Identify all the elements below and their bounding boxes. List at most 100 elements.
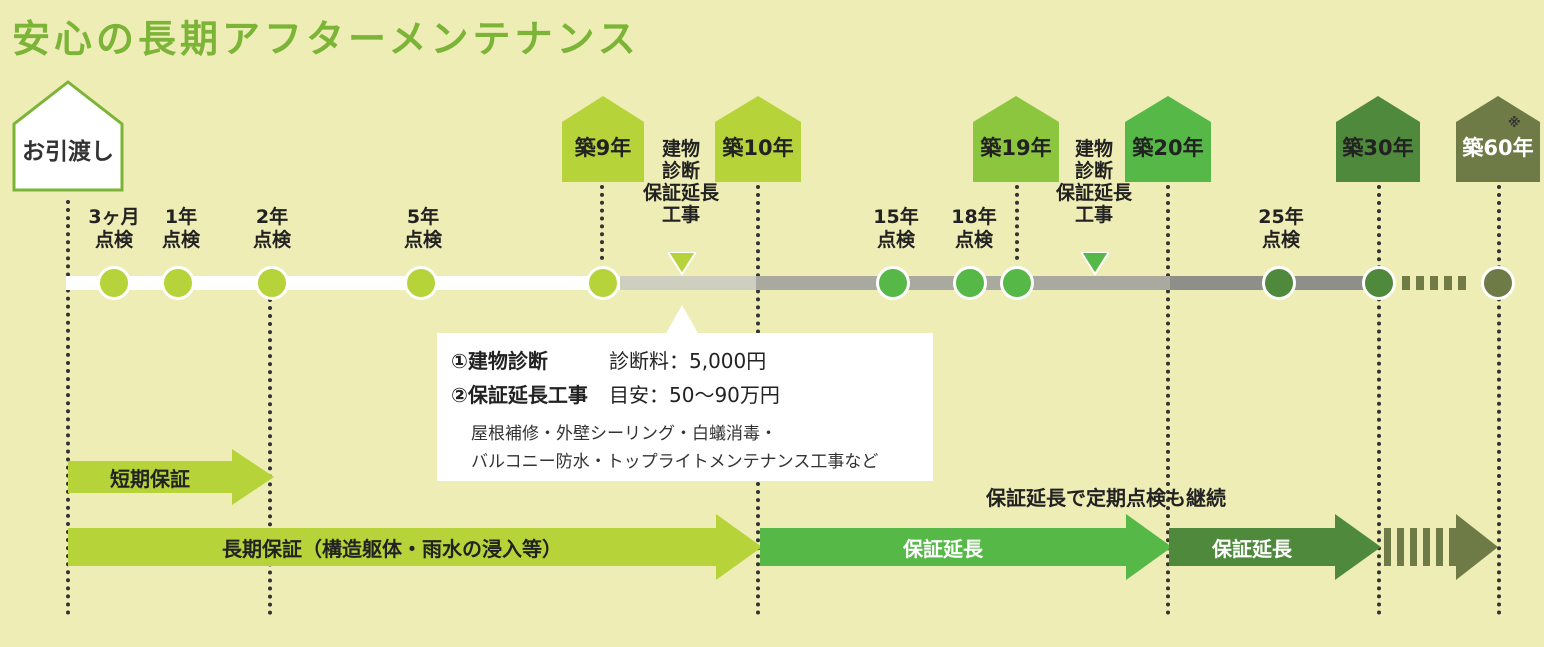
house-icon [12,80,124,192]
timeline-segment-white [66,276,626,290]
info-row-diagnosis: ①建物診断 診断料：5,000円 [451,345,766,374]
timeline-dot-5y [404,266,438,300]
inspection-15y-line1: 15年 [873,206,919,228]
inspection-3m-line2: 点検 [94,229,134,251]
timeline-dot-18y [953,266,987,300]
info-item2-label: ②保証延長工事 [451,383,588,407]
milestone-10y: 築10年 [715,96,801,182]
info-detail-line1: 屋根補修・外壁シーリング・白蟻消毒・ [471,424,777,444]
milestone-60y-label: 築60年 [1462,136,1534,160]
inspection-18y: 18年 点検 [951,206,996,252]
timeline-dot-3m [97,266,131,300]
info-item2-value: 目安：50〜90万円 [609,383,780,407]
info-row-extension: ②保証延長工事目安：50〜90万円 [451,379,780,408]
guide-line-9y [600,185,604,260]
inspection-15y: 15年 点検 [873,206,918,252]
milestone-30y: 築30年 [1336,96,1420,182]
info-box: ①建物診断 診断料：5,000円 ②保証延長工事目安：50〜90万円 屋根補修・外… [437,333,933,481]
construction-line3: 保証延長 [642,182,720,204]
guide-line-handover [66,200,70,615]
construction-line2: 診断 [661,160,701,182]
construction-line1: 建物 [661,138,701,160]
construction-line4: 工事 [1074,204,1114,226]
timeline-stripe [1458,276,1466,290]
extension-label-2: 保証延長 [1212,536,1292,561]
short-warranty-label: 短期保証 [110,466,190,491]
timeline-stripe [1444,276,1452,290]
timeline-dot-9y [586,266,620,300]
timeline-dot-2y [255,266,289,300]
milestone-9y: 築9年 [562,96,644,182]
milestone-30y-label: 築30年 [1342,136,1414,160]
info-item1-label: ①建物診断 [451,349,548,373]
inspection-5y-line2: 点検 [403,229,443,251]
arrow-shape [760,514,1172,580]
inspection-25y-line1: 25年 [1258,206,1304,228]
house-icon [973,96,1059,182]
timeline-dot-30y [1362,266,1396,300]
inspection-5y: 5年 点検 [404,206,442,252]
house-icon [562,96,644,182]
construction-marker-20y-icon [1081,252,1109,276]
arrow-shape [68,449,274,505]
milestone-19y: 築19年 [973,96,1059,182]
long-warranty-label: 長期保証（構造躯体・雨水の浸入等） [222,536,562,561]
milestone-9y-label: 築9年 [574,136,632,160]
construction-line2: 診断 [1074,160,1114,182]
inspection-2y-line1: 2年 [255,206,289,228]
inspection-1y: 1年 点検 [162,206,200,252]
extension-arrow-2: 保証延長 [1169,514,1381,580]
guide-line-20y [1166,185,1170,615]
page-title: 安心の長期アフターメンテナンス [12,17,640,61]
timeline-dot-60y [1481,266,1515,300]
inspection-25y: 25年 点検 [1258,206,1303,252]
guide-line-2y [268,290,272,615]
extension-label-1: 保証延長 [903,536,983,561]
extension-arrow-1: 保証延長 [760,514,1172,580]
construction-line4: 工事 [661,204,701,226]
arrow-shape [68,514,762,580]
guide-line-60y [1497,185,1501,615]
milestone-10y-label: 築10年 [722,136,794,160]
inspection-18y-line1: 18年 [951,206,997,228]
milestone-20y-label: 築20年 [1132,136,1204,160]
inspection-2y-line2: 点検 [252,229,292,251]
short-warranty-arrow: 短期保証 [68,449,274,505]
house-icon [715,96,801,182]
info-item1-value: 診断料：5,000円 [609,349,767,373]
continuation-arrow-shape [1384,514,1498,580]
milestone-19y-label: 築19年 [980,136,1052,160]
timeline-segment-lightgray [620,276,760,290]
construction-line3: 保証延長 [1055,182,1133,204]
timeline-dot-19y [1000,266,1034,300]
milestone-60y: 築60年 [1456,96,1540,182]
inspection-15y-line2: 点検 [876,229,916,251]
long-warranty-arrow: 長期保証（構造躯体・雨水の浸入等） [68,514,762,580]
extension-continue-note: 保証延長で定期点検も継続 [986,486,1226,510]
inspection-25y-line2: 点検 [1261,229,1301,251]
inspection-3m: 3ヶ月 点検 [88,206,139,252]
construction-work-10y: 建物 診断 保証延長 工事 [643,138,719,226]
guide-line-19y [1015,185,1019,260]
continuation-arrow [1384,514,1498,580]
construction-marker-10y-icon [668,252,696,276]
arrow-shape [1169,514,1381,580]
timeline-dot-25y [1262,266,1296,300]
inspection-3m-line1: 3ヶ月 [88,206,140,228]
handover-marker: お引渡し [12,80,124,192]
inspection-5y-line1: 5年 [406,206,440,228]
house-icon [1125,96,1211,182]
inspection-1y-line2: 点検 [161,229,201,251]
house-icon [1456,96,1540,182]
milestone-20y: 築20年 [1125,96,1211,182]
construction-work-20y: 建物 診断 保証延長 工事 [1056,138,1132,226]
inspection-1y-line1: 1年 [164,206,198,228]
inspection-18y-line2: 点検 [954,229,994,251]
timeline-stripe [1402,276,1410,290]
guide-line-30y [1377,185,1381,615]
handover-label: お引渡し [22,139,114,165]
construction-line1: 建物 [1074,138,1114,160]
timeline-dot-1y [161,266,195,300]
house-icon [1336,96,1420,182]
inspection-2y: 2年 点検 [253,206,291,252]
